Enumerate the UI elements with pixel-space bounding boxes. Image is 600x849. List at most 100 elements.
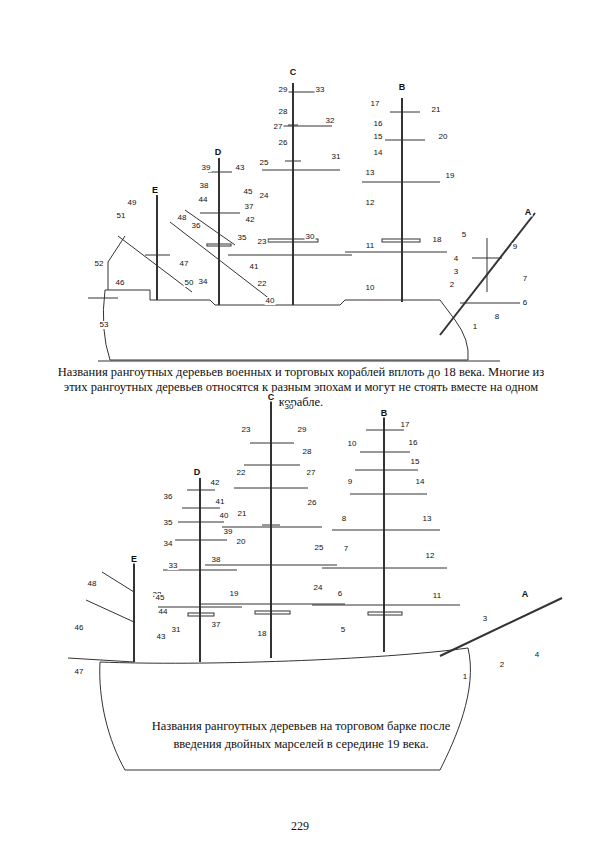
top	[188, 613, 214, 616]
callout-number: 11	[365, 242, 375, 250]
callout-number: 17	[370, 100, 381, 108]
callout-number: 33	[168, 562, 179, 570]
callout-number: 25	[314, 544, 325, 552]
callout-number: 45	[243, 188, 254, 196]
callout-number: 47	[179, 260, 190, 268]
callout-number: 34	[198, 278, 209, 286]
yard	[366, 430, 404, 431]
callout-number: 48	[177, 214, 188, 222]
callout-number: 5	[340, 626, 346, 634]
callout-number: 22	[236, 469, 247, 477]
callout-number: 20	[438, 133, 449, 141]
mast	[270, 400, 272, 658]
callout-number: 29	[278, 86, 289, 94]
yard	[200, 213, 240, 214]
callout-number: 27	[273, 123, 284, 131]
callout-number: 38	[211, 556, 222, 564]
callout-number: 35	[237, 234, 248, 242]
callout-number: 29	[297, 426, 308, 434]
mast	[292, 83, 294, 305]
callout-number: 43	[235, 164, 246, 172]
callout-number: 22	[257, 280, 268, 288]
callout-number: 30	[305, 233, 316, 241]
callout-number: 31	[171, 626, 182, 634]
yard	[312, 605, 460, 606]
yard	[175, 540, 227, 541]
lateen-yard	[118, 236, 192, 292]
mast-letter: A	[521, 590, 530, 599]
crosstree	[262, 525, 280, 526]
callout-number: 9	[347, 478, 353, 486]
callout-number: 44	[198, 196, 209, 204]
mast-letter: E	[151, 186, 159, 195]
callout-number: 4	[534, 651, 540, 659]
yard	[205, 565, 337, 566]
callout-number: 2	[449, 281, 455, 289]
mast-letter: E	[130, 555, 138, 564]
yard	[200, 604, 345, 605]
ensign-staff	[88, 298, 118, 299]
yard	[262, 170, 340, 171]
callout-number: 32	[325, 117, 336, 125]
callout-number: 27	[306, 469, 317, 477]
gaff	[102, 572, 134, 592]
top	[207, 244, 231, 246]
callout-number: 26	[278, 139, 289, 147]
callout-number: 20	[236, 538, 247, 546]
callout-number: 10	[365, 284, 376, 292]
top	[382, 239, 420, 242]
callout-number: 13	[422, 515, 433, 523]
yard	[208, 172, 232, 173]
callout-number: 50	[184, 279, 195, 287]
yard	[472, 258, 502, 259]
callout-number: 49	[127, 199, 138, 207]
mast	[133, 562, 135, 662]
callout-number: 47	[74, 668, 85, 676]
callout-number: 46	[115, 279, 126, 287]
callout-number: 31	[331, 153, 342, 161]
callout-number: 24	[313, 584, 324, 592]
callout-number: 39	[201, 164, 212, 172]
yard	[385, 140, 425, 141]
callout-number: 19	[445, 172, 456, 180]
callout-number: 40	[219, 512, 230, 520]
lateen-yard	[185, 210, 235, 245]
callout-number: 41	[249, 263, 260, 271]
yard	[228, 255, 352, 256]
callout-number: 15	[373, 133, 384, 141]
caption: Названия рангоутных деревьев на торговом…	[150, 717, 452, 753]
yard	[234, 488, 308, 489]
callout-number: 12	[425, 552, 436, 560]
callout-number: 26	[307, 499, 318, 507]
page-number: 229	[290, 820, 310, 832]
callout-number: 41	[215, 498, 226, 506]
yard	[282, 126, 332, 127]
callout-number: 37	[244, 203, 255, 211]
callout-number: 14	[373, 149, 384, 157]
callout-number: 6	[522, 299, 528, 307]
mast	[401, 98, 403, 302]
gaff	[86, 600, 134, 622]
yard	[355, 470, 418, 471]
callout-number: 18	[257, 630, 268, 638]
waterline	[98, 361, 500, 362]
top	[255, 611, 290, 614]
callout-number: 48	[87, 580, 98, 588]
mast-letter: C	[267, 393, 276, 402]
yard	[345, 252, 447, 253]
lateen-yard	[170, 222, 275, 303]
yard	[362, 182, 440, 183]
crosstree	[288, 125, 298, 126]
callout-number: 40	[265, 297, 276, 305]
callout-number: 52	[94, 260, 105, 268]
crosstree	[285, 161, 301, 162]
callout-number: 12	[365, 199, 376, 207]
mast-letter: A	[524, 208, 533, 217]
top	[368, 612, 402, 615]
callout-number: 43	[156, 633, 167, 641]
callout-number: 15	[410, 458, 421, 466]
yard	[158, 607, 242, 608]
callout-number: 38	[199, 182, 210, 190]
